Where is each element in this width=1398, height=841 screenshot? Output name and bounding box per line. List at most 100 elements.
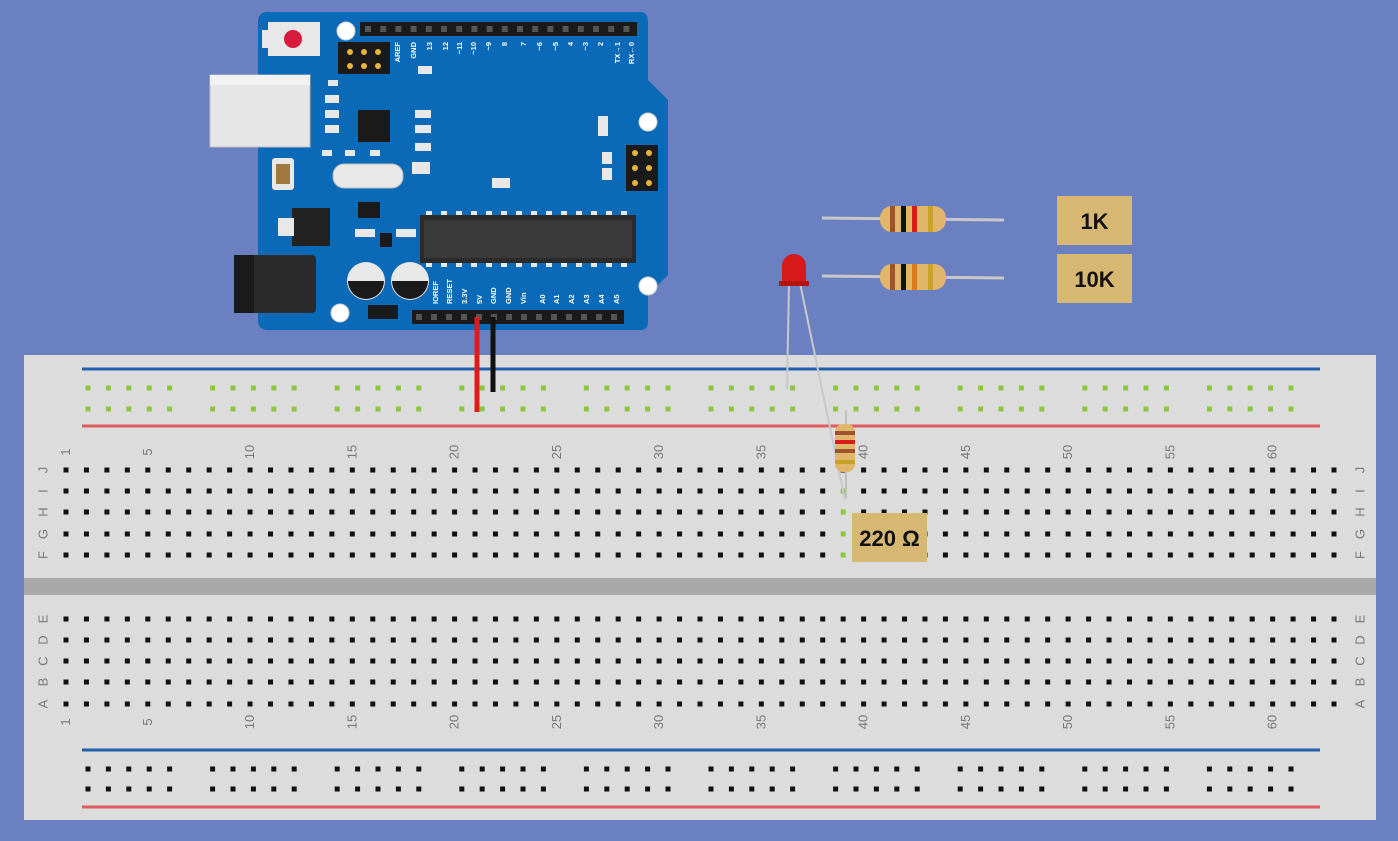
rail-hole[interactable] — [624, 385, 630, 391]
breadboard-hole[interactable] — [697, 658, 703, 664]
breadboard-hole[interactable] — [247, 467, 253, 473]
rail-hole[interactable] — [708, 766, 714, 772]
rail-hole[interactable] — [604, 786, 610, 792]
breadboard-hole[interactable] — [1065, 467, 1071, 473]
breadboard-hole[interactable] — [63, 467, 69, 473]
rail-hole[interactable] — [769, 406, 775, 412]
resistor-220-on-board[interactable] — [835, 410, 855, 498]
breadboard-hole[interactable] — [104, 658, 110, 664]
breadboard-hole[interactable] — [779, 552, 785, 558]
breadboard-hole[interactable] — [165, 679, 171, 685]
breadboard-hole[interactable] — [1065, 658, 1071, 664]
breadboard-hole[interactable] — [1249, 531, 1255, 537]
breadboard-hole[interactable] — [574, 531, 580, 537]
breadboard-hole[interactable] — [1188, 531, 1194, 537]
breadboard-hole[interactable] — [104, 509, 110, 515]
breadboard-hole[interactable] — [902, 616, 908, 622]
breadboard-hole[interactable] — [1086, 658, 1092, 664]
rail-hole[interactable] — [459, 766, 465, 772]
breadboard-hole[interactable] — [124, 616, 130, 622]
breadboard-hole[interactable] — [247, 552, 253, 558]
breadboard-hole[interactable] — [63, 701, 69, 707]
breadboard-hole[interactable] — [492, 701, 498, 707]
rail-hole[interactable] — [250, 766, 256, 772]
rail-hole[interactable] — [1018, 786, 1024, 792]
breadboard-hole[interactable] — [1188, 552, 1194, 558]
rail-hole[interactable] — [395, 766, 401, 772]
breadboard-hole[interactable] — [1167, 467, 1173, 473]
breadboard-hole[interactable] — [983, 467, 989, 473]
breadboard-hole[interactable] — [677, 509, 683, 515]
breadboard-hole[interactable] — [186, 467, 192, 473]
breadboard-hole[interactable] — [758, 616, 764, 622]
rail-hole[interactable] — [85, 786, 91, 792]
breadboard-hole[interactable] — [1331, 679, 1337, 685]
breadboard-hole[interactable] — [840, 701, 846, 707]
header-pin[interactable] — [551, 314, 557, 320]
rail-hole[interactable] — [146, 406, 152, 412]
breadboard-hole[interactable] — [656, 531, 662, 537]
header-pin[interactable] — [566, 314, 572, 320]
breadboard-hole[interactable] — [1004, 509, 1010, 515]
breadboard-hole[interactable] — [779, 679, 785, 685]
breadboard-hole[interactable] — [370, 658, 376, 664]
header-pin[interactable] — [441, 26, 447, 32]
breadboard-hole[interactable] — [1126, 552, 1132, 558]
breadboard-hole[interactable] — [779, 616, 785, 622]
rail-hole[interactable] — [1143, 385, 1149, 391]
breadboard-hole[interactable] — [63, 552, 69, 558]
rail-hole[interactable] — [334, 385, 340, 391]
breadboard-hole[interactable] — [942, 701, 948, 707]
rail-hole[interactable] — [1206, 766, 1212, 772]
breadboard-hole[interactable] — [1290, 552, 1296, 558]
breadboard-hole[interactable] — [738, 658, 744, 664]
rail-hole[interactable] — [769, 766, 775, 772]
breadboard-hole[interactable] — [268, 509, 274, 515]
rail-hole[interactable] — [957, 406, 963, 412]
breadboard-hole[interactable] — [1126, 637, 1132, 643]
breadboard-hole[interactable] — [697, 467, 703, 473]
rail-hole[interactable] — [1206, 385, 1212, 391]
breadboard-hole[interactable] — [1024, 467, 1030, 473]
breadboard-hole[interactable] — [1086, 701, 1092, 707]
breadboard-hole[interactable] — [492, 488, 498, 494]
breadboard-hole[interactable] — [390, 509, 396, 515]
header-pin[interactable] — [521, 314, 527, 320]
breadboard-hole[interactable] — [165, 488, 171, 494]
breadboard-hole[interactable] — [1167, 488, 1173, 494]
breadboard-hole[interactable] — [1106, 552, 1112, 558]
rail-hole[interactable] — [665, 766, 671, 772]
rail-hole[interactable] — [479, 385, 485, 391]
rail-hole[interactable] — [873, 766, 879, 772]
breadboard-hole[interactable] — [124, 552, 130, 558]
resistor-10k[interactable] — [821, 264, 1005, 290]
breadboard-hole[interactable] — [452, 531, 458, 537]
breadboard-hole[interactable] — [881, 679, 887, 685]
breadboard-hole[interactable] — [574, 658, 580, 664]
rail-hole[interactable] — [291, 786, 297, 792]
breadboard-hole[interactable] — [533, 637, 539, 643]
breadboard-hole[interactable] — [1024, 658, 1030, 664]
breadboard-hole[interactable] — [840, 637, 846, 643]
rail-hole[interactable] — [998, 786, 1004, 792]
breadboard-hole[interactable] — [717, 488, 723, 494]
rail-hole[interactable] — [334, 406, 340, 412]
breadboard-hole[interactable] — [247, 658, 253, 664]
rail-hole[interactable] — [833, 385, 839, 391]
breadboard-hole[interactable] — [1147, 679, 1153, 685]
rail-hole[interactable] — [1227, 766, 1233, 772]
breadboard-hole[interactable] — [574, 488, 580, 494]
breadboard-hole[interactable] — [206, 467, 212, 473]
rail-hole[interactable] — [1247, 406, 1253, 412]
breadboard-hole[interactable] — [1147, 488, 1153, 494]
rail-hole[interactable] — [790, 385, 796, 391]
breadboard-hole[interactable] — [288, 701, 294, 707]
header-pin[interactable] — [365, 26, 371, 32]
breadboard-hole[interactable] — [431, 701, 437, 707]
breadboard-hole[interactable] — [922, 616, 928, 622]
breadboard-hole[interactable] — [942, 637, 948, 643]
breadboard-hole[interactable] — [165, 467, 171, 473]
breadboard-hole[interactable] — [677, 488, 683, 494]
breadboard-hole[interactable] — [1126, 509, 1132, 515]
rail-hole[interactable] — [769, 385, 775, 391]
